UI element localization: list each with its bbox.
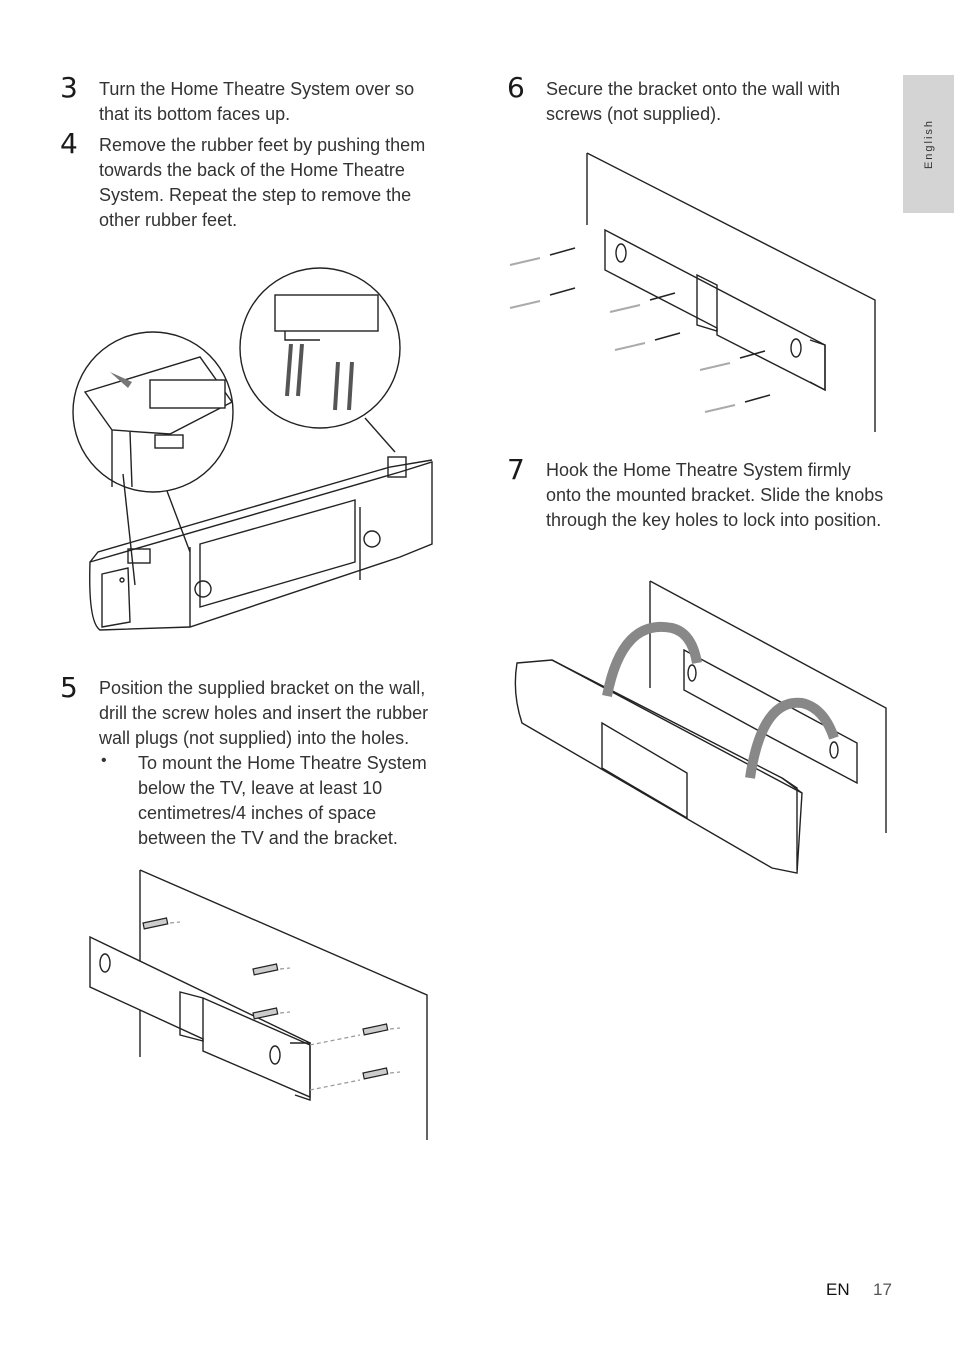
page-number: 17 [873, 1280, 892, 1299]
footer-language-code: EN [826, 1280, 850, 1299]
language-tab: English [903, 75, 954, 213]
step-4-text: Remove the rubber feet by pushing them t… [99, 135, 426, 230]
step-6-number: 6 [507, 71, 525, 104]
language-tab-label: English [922, 118, 935, 170]
step-3-number: 3 [60, 71, 78, 104]
bracket-wall-plugs-illustration [89, 869, 428, 1140]
step-5-text: Position the supplied bracket on the wal… [99, 678, 429, 748]
step-5-bullet: To mount the Home Theatre System below t… [138, 753, 427, 848]
hook-soundbar-illustration [514, 580, 887, 874]
step-4-number: 4 [60, 127, 78, 160]
bullet-marker: • [101, 752, 107, 769]
step-3-text: Turn the Home Theatre System over so tha… [99, 79, 415, 124]
step-7-text: Hook the Home Theatre System firmly onto… [546, 460, 884, 530]
step-5-number: 5 [60, 671, 78, 704]
step-6-text: Secure the bracket onto the wall with sc… [546, 79, 841, 124]
rubber-feet-removal-illustration [72, 267, 433, 631]
bracket-screws-illustration [509, 152, 876, 432]
step-7-number: 7 [507, 453, 525, 486]
